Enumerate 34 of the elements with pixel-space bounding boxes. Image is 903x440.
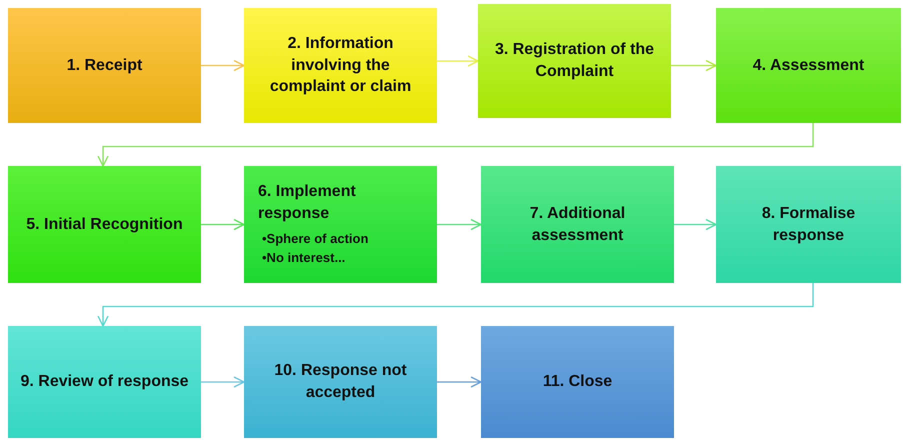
step-title: 6. Implement response bbox=[258, 182, 357, 224]
arrow bbox=[437, 218, 482, 230]
step-title: 11. Close bbox=[542, 372, 612, 392]
arrow bbox=[437, 376, 482, 388]
step-title: 7. Additional assessment bbox=[528, 204, 626, 246]
process-box bbox=[244, 8, 437, 123]
process-box bbox=[716, 8, 901, 123]
process-box bbox=[716, 166, 901, 283]
bullet-item: •No interest... bbox=[262, 249, 346, 268]
step-title: 8. Formalise response bbox=[760, 204, 856, 246]
process-box bbox=[481, 166, 674, 283]
step-title: 9. Review of response bbox=[20, 372, 189, 392]
process-box bbox=[8, 166, 201, 283]
arrow bbox=[437, 55, 479, 67]
step-title: 10. Response not accepted bbox=[273, 361, 408, 403]
process-box bbox=[244, 166, 437, 283]
arrow bbox=[97, 283, 814, 327]
arrow bbox=[201, 218, 245, 230]
step-title: 4. Assessment bbox=[752, 56, 864, 76]
process-box bbox=[244, 326, 437, 438]
process-box bbox=[478, 4, 671, 118]
process-box bbox=[8, 326, 201, 438]
arrow bbox=[97, 123, 814, 167]
process-box bbox=[481, 326, 674, 438]
step-title: 3. Registration of the Complaint bbox=[494, 40, 656, 82]
arrow bbox=[671, 60, 717, 72]
bullet-item: •Sphere of action bbox=[262, 230, 368, 248]
step-title: 1. Receipt bbox=[66, 56, 142, 76]
step-title: 2. Information involving the complaint or claim bbox=[268, 34, 412, 98]
step-title: 5. Initial Recognition bbox=[26, 214, 183, 235]
arrow bbox=[201, 376, 245, 388]
process-box bbox=[8, 8, 201, 123]
arrow bbox=[201, 60, 245, 72]
arrow bbox=[674, 218, 717, 230]
